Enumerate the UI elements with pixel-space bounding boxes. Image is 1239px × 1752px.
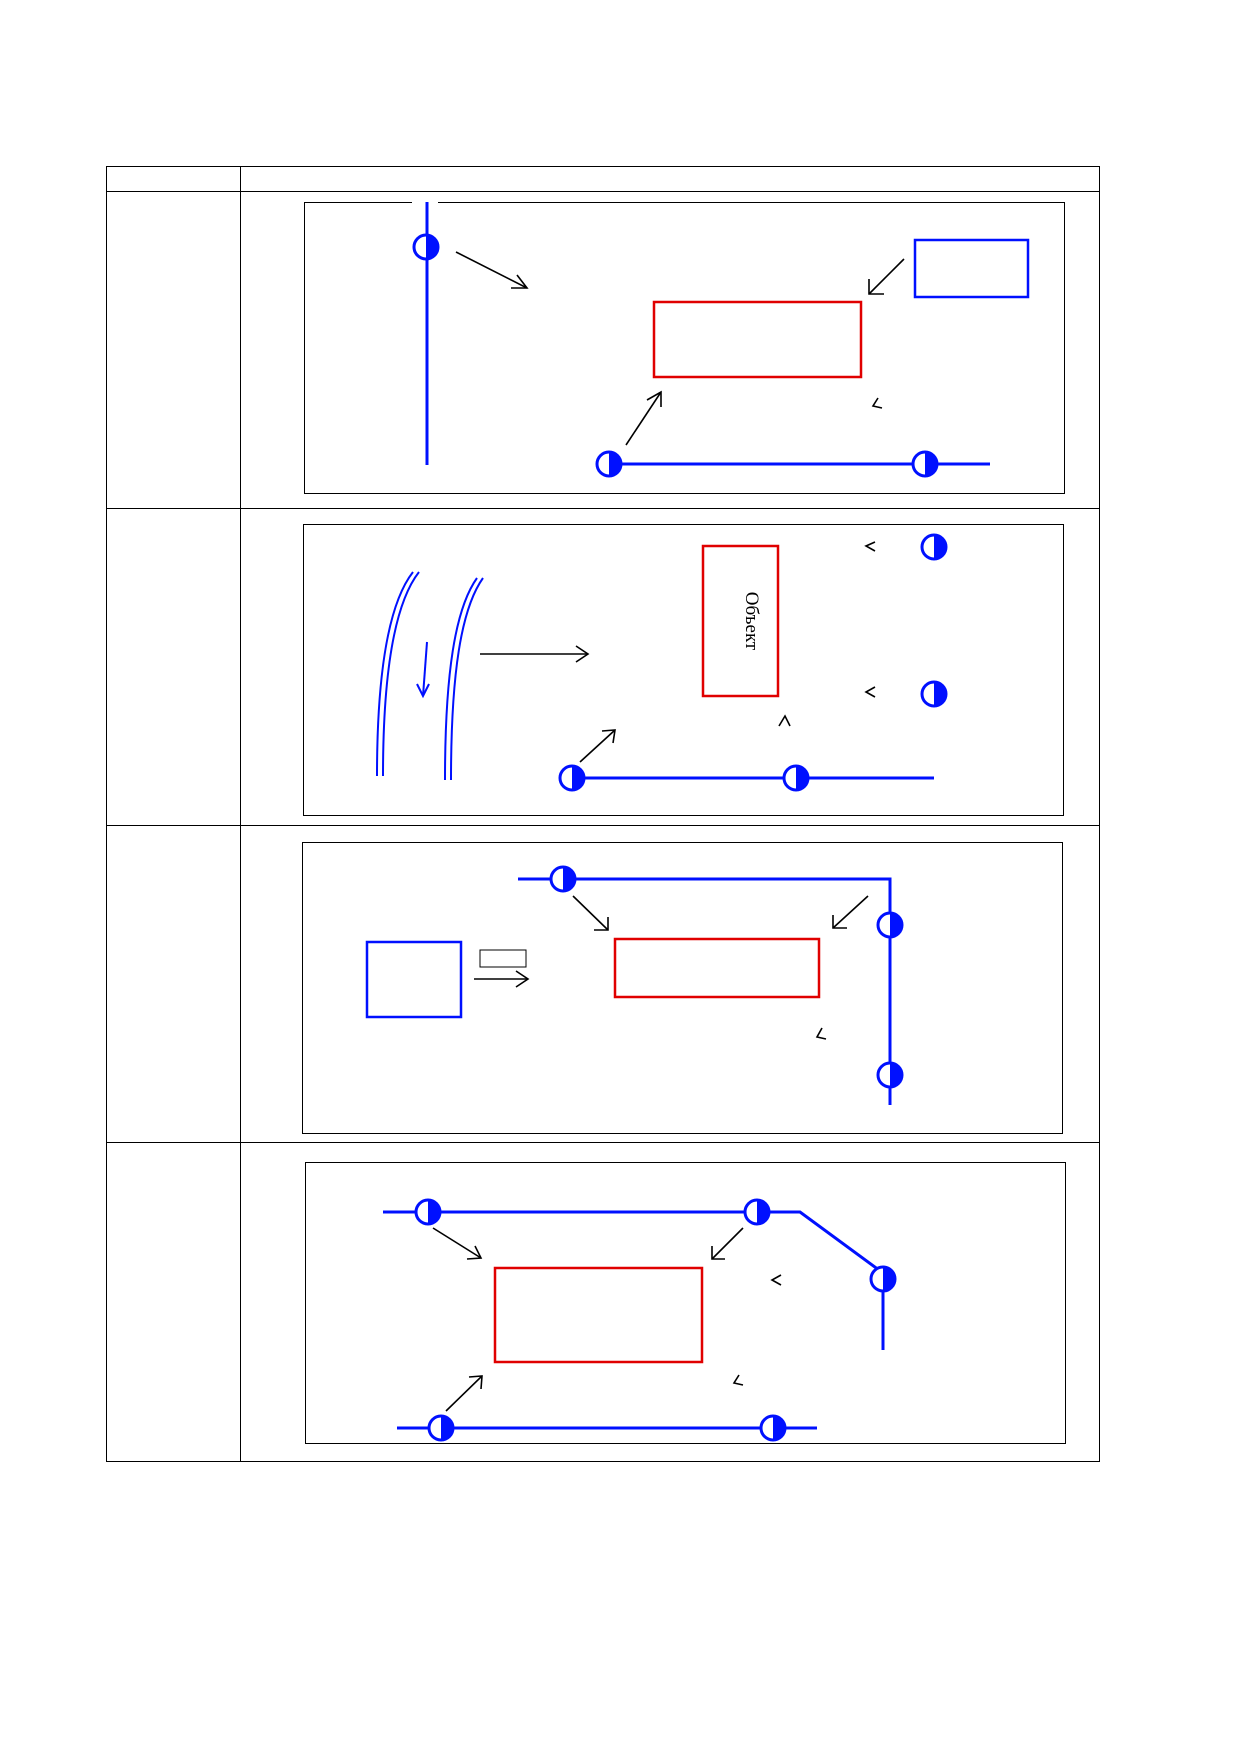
source-box [365, 940, 463, 1019]
chevron-icon [871, 397, 883, 409]
arrow-icon [832, 895, 869, 929]
row-label-4 [107, 1143, 240, 1461]
scheme-1-drawing [304, 198, 1065, 494]
row-divider [107, 825, 1099, 826]
scheme-panel-4 [305, 1162, 1066, 1444]
chevron-icon [778, 714, 791, 727]
half-filled-circle-icon [869, 1265, 897, 1293]
scheme-frame [303, 524, 1064, 816]
row-divider [107, 508, 1099, 509]
row-divider [107, 1142, 1099, 1143]
half-filled-circle-icon [412, 233, 440, 261]
row-label-1 [107, 192, 240, 508]
half-filled-circle-icon [743, 1198, 771, 1226]
chevron-icon [770, 1274, 782, 1286]
scheme-frame [305, 1162, 1066, 1444]
half-filled-circle-icon [759, 1414, 787, 1442]
half-filled-circle-icon [414, 1198, 442, 1226]
scheme-frame [302, 842, 1063, 1134]
column-divider [240, 167, 241, 1461]
network-line [518, 877, 892, 1105]
scheme-frame [304, 202, 1065, 494]
arrow-icon [474, 970, 530, 988]
chevron-icon [864, 541, 876, 552]
half-filled-circle-icon [920, 680, 948, 708]
header-cell-2 [241, 167, 1099, 191]
network-line [383, 1210, 885, 1350]
arrow-icon [445, 1375, 483, 1412]
arrow-icon [455, 251, 529, 289]
header-cell-1 [107, 167, 240, 191]
small-label-box [479, 949, 527, 968]
source-box [913, 238, 1030, 299]
scheme-4-drawing [305, 1162, 1066, 1444]
object-rect [613, 937, 821, 999]
chevron-icon [732, 1374, 744, 1386]
half-filled-circle-icon [920, 533, 948, 561]
watercourse-lines [376, 571, 484, 781]
scheme-panel-1 [304, 198, 1065, 494]
half-filled-circle-icon [595, 450, 623, 478]
chevron-icon [864, 686, 876, 698]
half-filled-circle-icon [549, 865, 577, 893]
half-filled-circle-icon [558, 764, 586, 792]
object-label: Объект [741, 592, 762, 651]
arrow-icon [480, 645, 590, 663]
arrow-icon [432, 1227, 483, 1260]
chevron-icon [815, 1027, 827, 1040]
half-filled-circle-icon [876, 1061, 904, 1089]
object-rect [652, 300, 863, 379]
arrow-icon [625, 390, 662, 446]
arrow-icon [579, 729, 616, 763]
row-label-3 [107, 826, 240, 1142]
half-filled-circle-icon [876, 911, 904, 939]
header-row-divider [107, 191, 1099, 192]
arrow-icon [572, 895, 609, 931]
arrow-icon [711, 1227, 744, 1260]
scheme-3-drawing [302, 842, 1063, 1134]
half-filled-circle-icon [782, 764, 810, 792]
scheme-2-drawing: Объект [303, 524, 1064, 816]
object-rect [701, 544, 780, 698]
scheme-panel-3 [302, 842, 1063, 1134]
schemes-table [106, 166, 1100, 1462]
frame-gap [412, 198, 438, 206]
row-label-2 [107, 509, 240, 825]
scheme-panel-2: Объект [303, 524, 1064, 816]
half-filled-circle-icon [911, 450, 939, 478]
half-filled-circle-icon [427, 1414, 455, 1442]
flow-direction-arrow-icon [416, 641, 430, 699]
object-rect [493, 1266, 704, 1364]
arrow-icon [868, 258, 905, 295]
